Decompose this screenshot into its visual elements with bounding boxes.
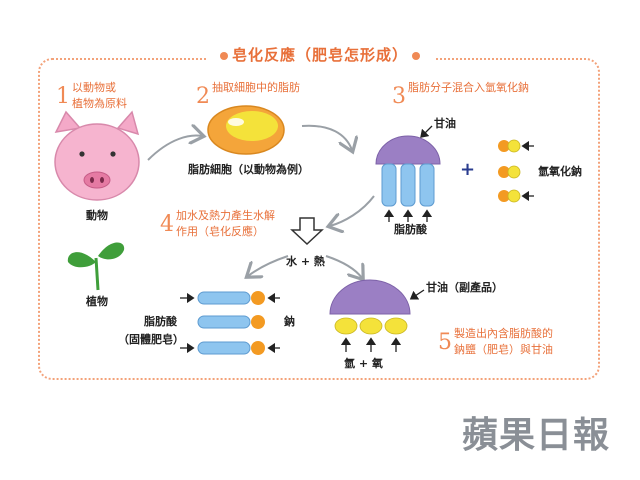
pig-icon <box>54 110 140 201</box>
plant-label: 植物 <box>86 295 108 308</box>
hydrogen-oxygen-label: 氫 + 氧 <box>344 357 383 370</box>
down-arrow-icon <box>290 217 324 246</box>
newspaper-watermark: 蘋果日報 <box>462 414 611 456</box>
flow-arrow-3-4 <box>330 195 375 226</box>
step-1-line-2: 植物為原料 <box>72 97 127 110</box>
glycerol-byproduct-label: 甘油（副產品） <box>426 281 503 294</box>
step-2-text: 抽取細胞中的脂肪 <box>212 80 300 96</box>
fat-cell-label: 脂肪細胞（以動物為例） <box>188 163 309 176</box>
plus-sign: + <box>460 159 476 180</box>
glycerol-pointer <box>420 125 433 138</box>
flow-arrow-left-branch <box>248 255 289 276</box>
step-2-number: 2 <box>196 84 210 109</box>
title-dot-icon <box>219 51 228 60</box>
step-5-line-1: 製造出內含脂肪酸的 <box>454 327 553 340</box>
step-4-number: 4 <box>160 212 174 237</box>
soap-pointers <box>180 292 280 354</box>
diagram-title: 皂化反應（肥皂怎形成） <box>205 44 434 65</box>
naoh-label: 氫氧化鈉 <box>538 165 582 178</box>
step-5-line-2: 鈉鹽（肥皂）與甘油 <box>454 343 553 356</box>
step-1-number: 1 <box>56 84 70 109</box>
plant-icon <box>67 242 125 291</box>
step-1-line-1: 以動物或 <box>72 81 116 94</box>
title-bar: 皂化反應（肥皂怎形成） <box>0 44 640 65</box>
flow-arrow-1-2 <box>147 136 202 161</box>
animal-label: 動物 <box>86 209 108 222</box>
title-dot-icon <box>412 51 420 60</box>
step-3-text: 脂肪分子混合入氫氧化鈉 <box>408 80 529 96</box>
glycerol-byproduct-molecule <box>329 279 411 335</box>
step-4-line-1: 加水及熱力產生水解 <box>176 209 275 222</box>
step-1-text: 以動物或 植物為原料 <box>72 80 127 112</box>
step-3-number: 3 <box>392 84 406 109</box>
soap-fatty-acid-label: 脂肪酸 <box>144 315 177 328</box>
sodium-label: 鈉 <box>284 315 295 328</box>
solid-soap-label: （固體肥皂） <box>118 333 184 346</box>
step-4-line-2: 作用（皂化反應） <box>176 225 264 238</box>
step-3-line-1: 脂肪分子混合入氫氧化鈉 <box>408 81 529 94</box>
step-4-text: 加水及熱力產生水解 作用（皂化反應） <box>176 208 275 240</box>
soap-molecules <box>197 291 265 355</box>
diagram-title-text: 皂化反應（肥皂怎形成） <box>231 46 408 64</box>
step-5-text: 製造出內含脂肪酸的 鈉鹽（肥皂）與甘油 <box>454 326 553 358</box>
naoh-molecules <box>498 139 521 203</box>
triglyceride-molecule <box>375 135 441 207</box>
fat-cell-icon <box>207 105 285 155</box>
step-5-number: 5 <box>438 330 452 355</box>
glycerol-label: 甘油 <box>434 117 456 130</box>
naoh-pointers <box>521 140 534 202</box>
glycerol-byproduct-pointer <box>409 289 425 300</box>
fatty-acid-label: 脂肪酸 <box>394 223 427 236</box>
flow-arrow-right-branch <box>325 255 362 278</box>
step-2-line-1: 抽取細胞中的脂肪 <box>212 81 300 94</box>
water-heat-label: 水 + 熱 <box>286 255 325 268</box>
upward-arrows-4 <box>340 337 402 352</box>
flow-arrow-2-3 <box>301 124 352 150</box>
upward-arrows-3 <box>383 209 433 222</box>
